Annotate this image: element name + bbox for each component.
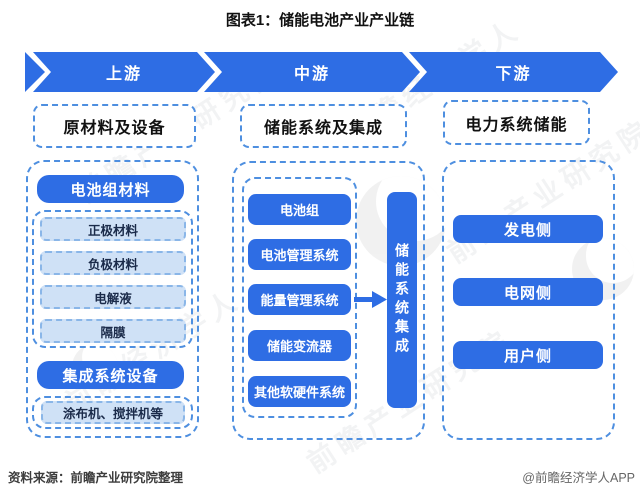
stage-segment-downstream: 下游	[409, 52, 618, 92]
source-note: 资料来源：前瞻产业研究院整理	[8, 471, 184, 485]
downstream-header-box: 电力系统储能	[443, 100, 590, 145]
midstream-header-box: 储能系统及集成	[240, 104, 407, 148]
stage-label: 上游	[105, 66, 142, 83]
upstream-header-box: 原材料及设备	[33, 104, 196, 148]
battery-materials-group-title: 电池组材料	[37, 175, 184, 203]
flow-arrow-icon	[354, 297, 376, 302]
integration-bar: 储能系统集成	[387, 192, 417, 408]
chart-title: 图表1：储能电池产业产业链	[225, 12, 415, 29]
battery-materials-group	[32, 210, 193, 348]
flow-arrow-band: 上游 中游 下游	[25, 52, 618, 92]
downstream-container	[442, 160, 615, 440]
material-item: 负极材料	[40, 251, 186, 275]
equipment-item: 涂布机、搅拌机等	[41, 401, 185, 424]
app-credit: @前瞻经济学人APP	[522, 471, 635, 485]
stage-label: 下游	[495, 66, 532, 83]
integration-equipment-group	[32, 396, 193, 429]
system-item: 电池管理系统	[248, 239, 351, 270]
midstream-container	[232, 161, 425, 440]
integration-bar-label: 储能系统集成	[394, 243, 410, 357]
material-item: 隔膜	[40, 319, 186, 343]
system-item: 电池组	[248, 194, 351, 225]
downstream-item: 电网侧	[453, 278, 603, 306]
integration-equipment-group-title: 集成系统设备	[37, 361, 184, 389]
downstream-item: 用户侧	[453, 341, 603, 369]
downstream-item: 发电侧	[453, 215, 603, 243]
system-item: 其他软硬件系统	[248, 376, 351, 407]
stage-segment-upstream: 上游	[33, 52, 215, 92]
stage-label: 中游	[293, 66, 330, 83]
material-item: 电解液	[40, 285, 186, 309]
upstream-container	[26, 160, 199, 438]
stage-segment-midstream: 中游	[204, 52, 420, 92]
system-item: 储能变流器	[248, 330, 351, 361]
material-item: 正极材料	[40, 217, 186, 241]
system-item: 能量管理系统	[248, 284, 351, 315]
